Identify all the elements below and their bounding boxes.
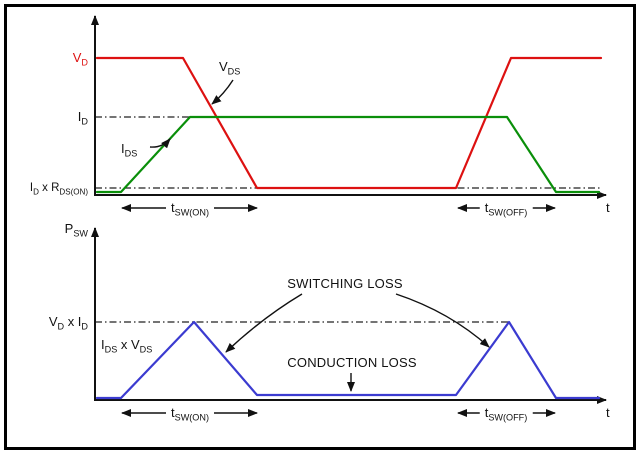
switching-loss-pointer-left-arrow	[225, 293, 303, 353]
outer-border	[4, 4, 636, 450]
vd-x-id-axis-label: VD x ID	[48, 314, 88, 332]
switching-loss-pointer-right-arrow	[395, 293, 490, 348]
tsw-off-label-top: tSW(OFF)	[479, 200, 533, 217]
ids-curve-label: IDS	[121, 141, 138, 159]
id-rdson-axis-label: ID x RDS(ON)	[29, 182, 88, 197]
ids-x-vds-label: IDS x VDS	[101, 337, 153, 355]
tsw-on-label-top: tSW(ON)	[166, 200, 214, 217]
vds-pointer-arrow	[211, 79, 234, 105]
time-axis-label-bottom: t	[606, 405, 610, 420]
vds-waveform	[95, 56, 603, 190]
tsw-on-label-bottom: tSW(ON)	[166, 405, 214, 422]
ids-waveform	[95, 115, 601, 194]
conduction-loss-label: CONDUCTION LOSS	[287, 355, 417, 370]
vds-curve-label: VDS	[219, 59, 241, 77]
tsw-off-label-bottom: tSW(OFF)	[479, 405, 533, 422]
vd-axis-label: VD	[72, 50, 88, 68]
time-axis-label-top: t	[606, 200, 610, 215]
switching-loss-label: SWITCHING LOSS	[287, 276, 403, 291]
id-axis-label: ID	[77, 109, 88, 127]
psw-axis-label: PSW	[64, 221, 88, 239]
ids-pointer-arrow	[149, 138, 171, 149]
power-loss-waveform	[95, 320, 601, 400]
